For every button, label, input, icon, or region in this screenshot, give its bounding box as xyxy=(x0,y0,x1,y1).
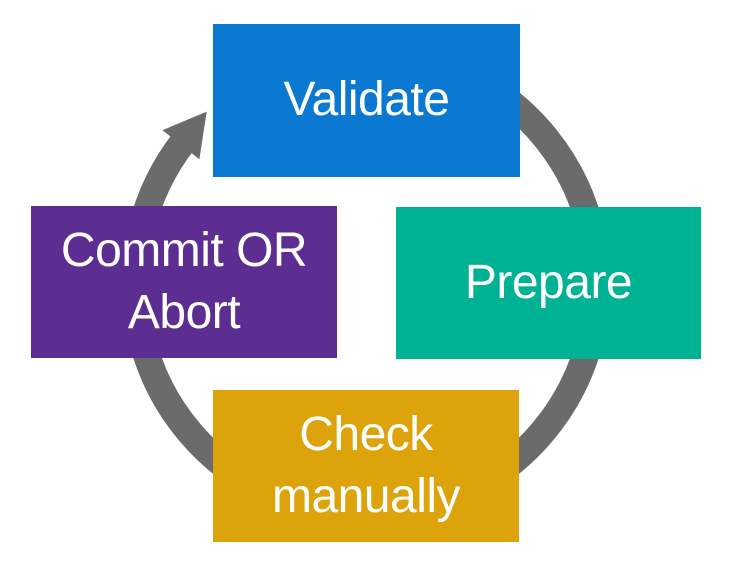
node-label: Prepare xyxy=(464,255,633,309)
node-check-manually: Check manually xyxy=(213,390,519,542)
node-prepare: Prepare xyxy=(396,207,701,359)
node-label-line: manually xyxy=(271,470,461,523)
node-label-line: Commit OR xyxy=(60,223,308,277)
arrowhead-icon xyxy=(162,111,207,160)
node-label-line: Abort xyxy=(127,286,241,339)
node-validate: Validate xyxy=(213,24,520,177)
node-commit-or-abort: Commit OR Abort xyxy=(31,206,337,358)
node-label-line: Check xyxy=(299,407,433,461)
node-label: Validate xyxy=(283,73,450,127)
